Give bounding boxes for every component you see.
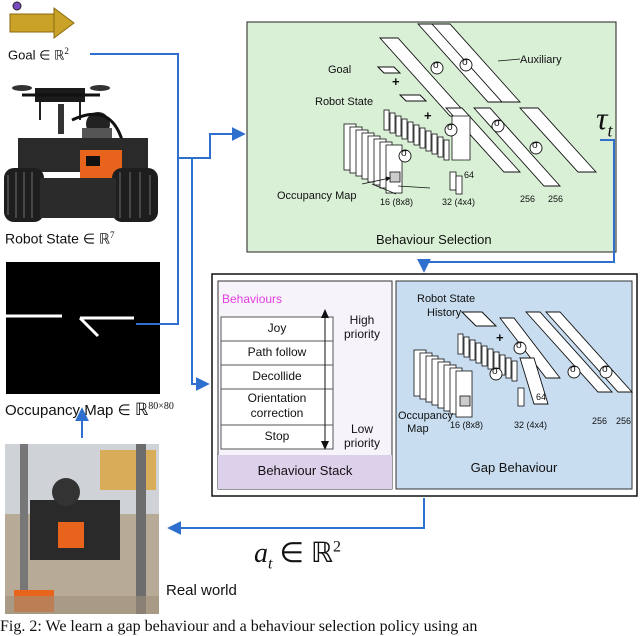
sel-goal-label: Goal [328, 64, 352, 76]
inputs-to-stack-arrow [191, 158, 210, 391]
gap-conv1-label: 16 (8x8) [450, 420, 484, 430]
occupancy-map-label: Occupancy Map ∈ ℝ80×80 [5, 400, 174, 419]
sel-sigma-5: σ [494, 118, 501, 129]
gap-history-label: History [427, 307, 462, 319]
sel-out2-label: 256 [548, 194, 564, 204]
sel-fc-64: 64 [464, 170, 475, 180]
stack-item-joy: Joy [267, 321, 287, 335]
sel-sigma-2: σ [462, 57, 469, 68]
gap-plus: + [496, 330, 504, 345]
stack-item-decollide: Decollide [252, 369, 302, 383]
sel-sigma-3: σ [447, 122, 454, 133]
sel-sigma-1: σ [433, 60, 440, 71]
robot-image [4, 85, 158, 222]
goal-arrow-icon [9, 1, 75, 39]
gap-robot-state-label: Robot State [417, 293, 476, 305]
tau-to-stack-arrow [417, 139, 615, 273]
gap-sigma-2: σ [492, 366, 499, 377]
gap-conv2-label: 32 (4x4) [514, 420, 548, 430]
tau-t-label: τt [596, 100, 613, 141]
behaviour-selection-panel [246, 21, 617, 253]
behaviour-stack-title: Behaviour Stack [257, 463, 353, 478]
sel-auxiliary-label: Auxiliary [520, 54, 562, 66]
gap-sigma-1: σ [516, 340, 523, 351]
sel-conv1-label: 16 (8x8) [380, 197, 414, 207]
gap-occupancy-label: Occupancy Map [398, 410, 454, 435]
sel-sigma-4: σ [401, 148, 408, 159]
gap-behaviour-panel [395, 280, 634, 490]
gap-sigma-3: σ [570, 364, 577, 375]
sel-sigma-6: σ [532, 140, 539, 151]
gap-out1-label: 256 [592, 416, 608, 426]
gap-out2-label: 256 [616, 416, 632, 426]
occupancy-map-image [6, 262, 160, 394]
inputs-to-selection-arrow [178, 127, 246, 159]
sel-robot-state-label: Robot State [315, 96, 374, 108]
sel-out1-label: 256 [520, 194, 536, 204]
behaviour-selection-title: Behaviour Selection [376, 232, 492, 247]
sel-occupancy-map-label: Occupancy Map [277, 190, 357, 202]
action-label: at ∈ ℝ2 [254, 538, 342, 573]
flow-arrows [75, 53, 615, 535]
gap-fc-64: 64 [536, 392, 547, 402]
goal-label: Goal ∈ ℝ2 [8, 46, 69, 63]
robot-state-label: Robot State ∈ ℝ7 [5, 230, 115, 248]
behaviour-stack-panel [217, 280, 393, 490]
stack-item-path-follow: Path follow [247, 345, 307, 359]
sel-conv2-label: 32 (4x4) [442, 197, 476, 207]
stack-item-stop: Stop [264, 429, 290, 443]
gap-behaviour-title: Gap Behaviour [470, 460, 558, 475]
behaviours-header: Behaviours [222, 292, 283, 306]
gap-sigma-4: σ [602, 364, 609, 375]
action-to-world-arrow [167, 498, 425, 535]
real-world-label: Real world [166, 582, 237, 599]
stack-item-orientation-correction: Orientation correction [247, 391, 307, 420]
sel-plus-2: + [424, 108, 432, 123]
real-world-image [5, 444, 159, 614]
figure-caption: Fig. 2: We learn a gap behaviour and a b… [0, 618, 478, 635]
goal-to-map-line [90, 53, 179, 325]
selection-map-pointer [361, 176, 391, 185]
sel-plus-1: + [392, 74, 400, 89]
